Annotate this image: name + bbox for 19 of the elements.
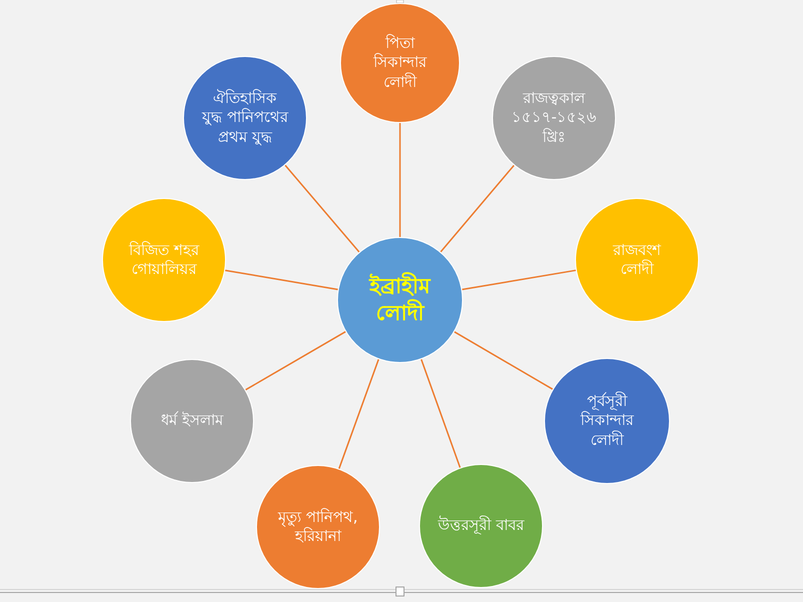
- topic-text: মৃত্যু পানিপথ, হরিয়ানা: [278, 508, 358, 546]
- topic-text: বিজিত শহর গোয়ালিয়র: [129, 240, 199, 280]
- topic-text: ধর্ম ইসলাম: [161, 411, 223, 431]
- connector-line: [284, 164, 360, 253]
- topic-text: ঐতিহাসিক যুদ্ধ পানিপথের প্রথম যুদ্ধ: [202, 88, 288, 148]
- connector-line: [338, 359, 380, 469]
- connector-line: [454, 331, 553, 390]
- central-topic-text: ইব্রাহীম লোদী: [370, 272, 430, 327]
- connector-line: [440, 164, 515, 252]
- connector-line: [420, 359, 461, 468]
- topic-text: পিতা সিকান্দার লোদী: [374, 34, 426, 92]
- topic-text: রাজত্বকাল ১৫১৭-১৫২৬ খ্রিঃ: [511, 88, 597, 148]
- connector-line: [399, 123, 401, 237]
- topic-text: উত্তরসূরী বাবর: [438, 516, 524, 536]
- topic-text: রাজবংশ লোদী: [613, 240, 661, 280]
- connector-line: [245, 331, 346, 390]
- connector-line: [462, 270, 576, 290]
- connector-line: [225, 270, 338, 290]
- topic-text: পূর্বসূরী সিকান্দার লোদী: [580, 392, 634, 450]
